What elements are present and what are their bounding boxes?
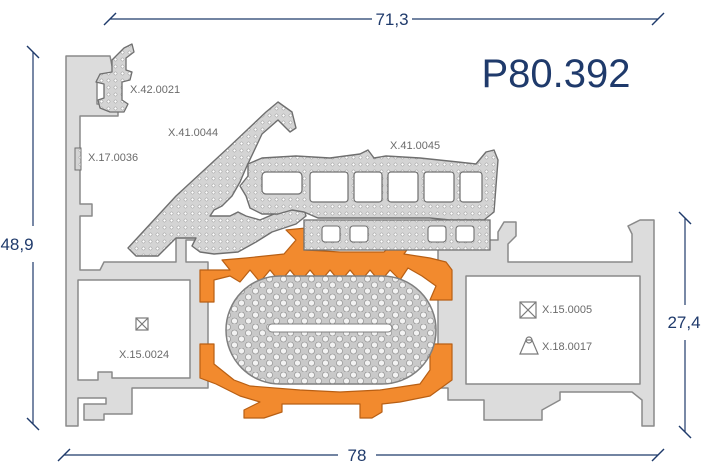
code-top-left: X.42.0021: [130, 84, 180, 96]
code-right-chamber-1: X.15.0005: [542, 304, 592, 316]
gasket-base-strip: [303, 219, 491, 251]
aluminium-profile-right: [437, 219, 655, 427]
code-upper-gasket: X.41.0044: [168, 127, 218, 139]
dimension-top-label: 71,3: [375, 10, 408, 29]
dimension-left: 48,9: [0, 45, 40, 431]
dimension-top: 71,3: [103, 10, 665, 29]
code-left-chamber: X.15.0024: [119, 349, 169, 361]
chamber-symbol-left: [135, 317, 149, 331]
dimension-bottom: 78: [57, 446, 665, 465]
insulating-core: [225, 275, 437, 385]
insert-left: [74, 147, 82, 171]
dimension-right: 27,4: [667, 211, 701, 439]
profile-title: P80.392: [481, 52, 630, 96]
code-left-insert: X.17.0036: [88, 152, 138, 164]
dimension-left-label: 48,9: [0, 235, 33, 254]
code-right-chamber-2: X.18.0017: [542, 341, 592, 353]
dimension-bottom-label: 78: [348, 446, 367, 465]
clip-top-left: [95, 43, 135, 113]
chamber-symbol-right-1: [519, 301, 537, 319]
gasket-upper: [127, 101, 307, 257]
code-right-gasket: X.41.0045: [390, 140, 440, 152]
gasket-right: [239, 149, 499, 221]
bracket-symbol-right-2: [519, 336, 539, 355]
dimension-right-label: 27,4: [667, 313, 700, 332]
